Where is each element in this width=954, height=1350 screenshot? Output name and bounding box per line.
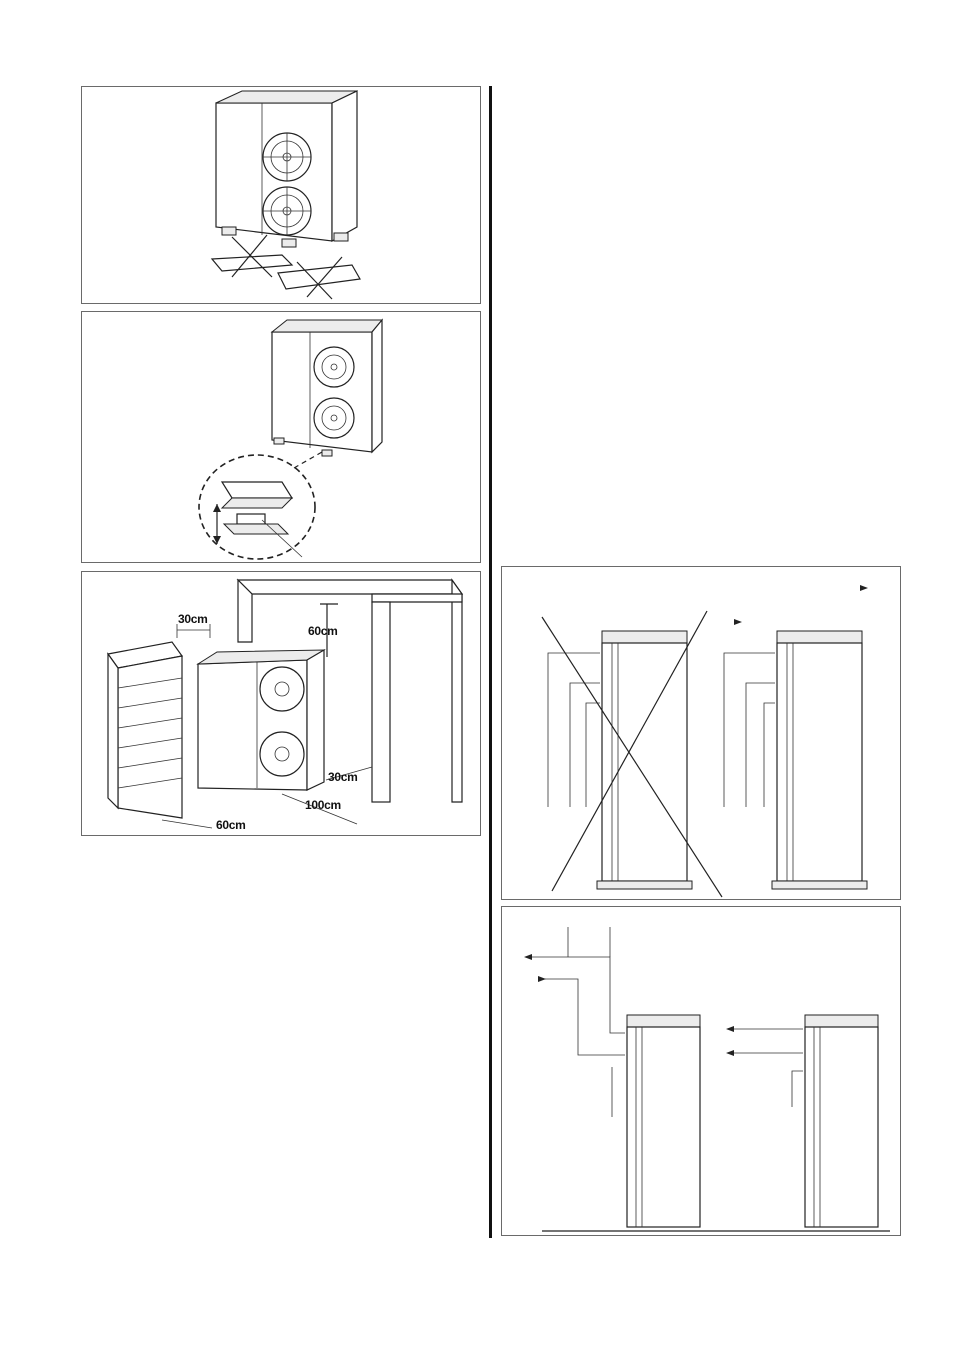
panel-clearance: 30cm 60cm 30cm 100cm 60cm	[81, 571, 481, 836]
clearance-label-top: 60cm	[308, 624, 338, 638]
column-divider	[489, 86, 492, 1238]
panel-piping-comparison	[501, 566, 901, 900]
clearance-label-front: 100cm	[305, 798, 341, 812]
clearance-label-side-top: 30cm	[178, 612, 208, 626]
piping-circulation-drawing	[524, 927, 890, 1232]
panel-foot-detail	[81, 311, 481, 563]
fan-icon	[262, 186, 312, 236]
fan-icon	[259, 666, 305, 712]
panel-beam-mounting	[81, 86, 481, 304]
fan-icon	[313, 397, 355, 439]
piping-comparison-drawing	[541, 585, 868, 898]
foot-detail-drawing	[198, 318, 384, 560]
fan-icon	[313, 346, 355, 388]
fan-icon	[259, 731, 305, 777]
panel-piping-circulation	[501, 906, 901, 1236]
fan-icon	[262, 132, 312, 182]
clearance-drawing	[106, 578, 464, 829]
beam-mounting-drawing	[210, 90, 361, 300]
clearance-label-right: 30cm	[328, 770, 358, 784]
clearance-label-left-bottom: 60cm	[216, 818, 246, 832]
